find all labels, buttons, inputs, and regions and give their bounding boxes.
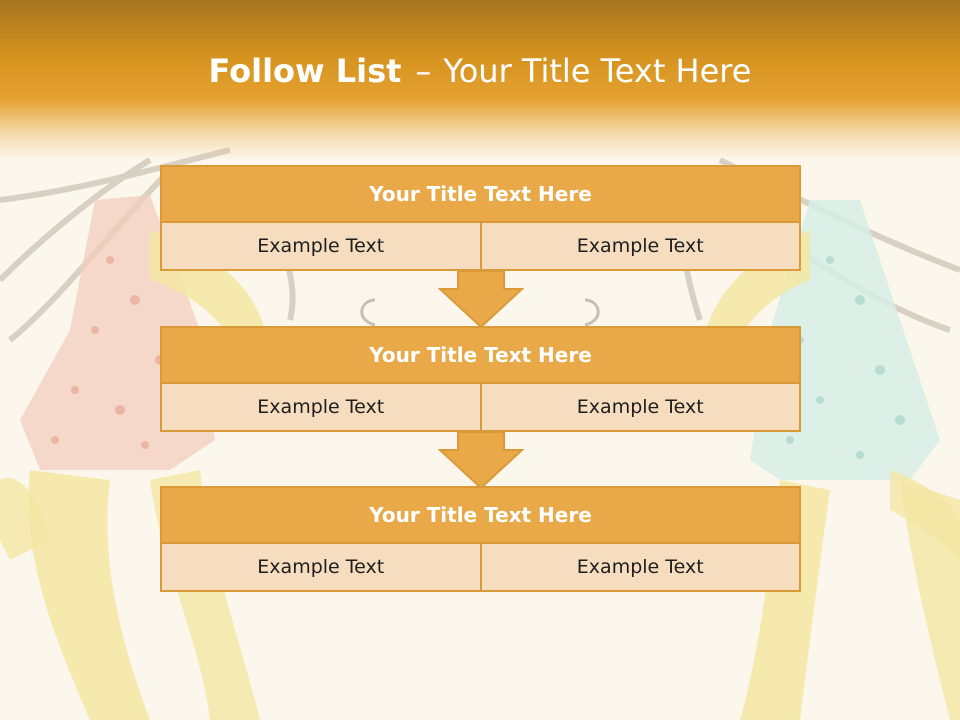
slide-title-dash: – — [415, 52, 432, 90]
step-cell-left: Example Text — [257, 556, 385, 578]
slide-title[interactable]: Follow List–Your Title Text Here — [0, 52, 960, 90]
step-title: Your Title Text Here — [162, 167, 799, 223]
step-cell-right: Example Text — [479, 384, 800, 430]
step-cell-right: Example Text — [479, 223, 800, 269]
down-arrow-icon — [438, 431, 524, 489]
step-cell-left: Example Text — [257, 235, 385, 257]
slide-title-bold: Follow List — [208, 52, 402, 90]
step-box-1[interactable]: Your Title Text Here Example Text Exampl… — [160, 165, 801, 271]
step-row: Example Text Example Text — [162, 544, 799, 590]
down-arrow-icon — [438, 270, 524, 328]
slide-title-rest: Your Title Text Here — [443, 52, 752, 90]
step-cell-right: Example Text — [479, 544, 800, 590]
step-cell-left: Example Text — [257, 396, 385, 418]
step-title: Your Title Text Here — [162, 328, 799, 384]
title-banner — [0, 0, 960, 160]
step-box-3[interactable]: Your Title Text Here Example Text Exampl… — [160, 486, 801, 592]
step-box-2[interactable]: Your Title Text Here Example Text Exampl… — [160, 326, 801, 432]
step-title: Your Title Text Here — [162, 488, 799, 544]
step-row: Example Text Example Text — [162, 223, 799, 269]
step-row: Example Text Example Text — [162, 384, 799, 430]
